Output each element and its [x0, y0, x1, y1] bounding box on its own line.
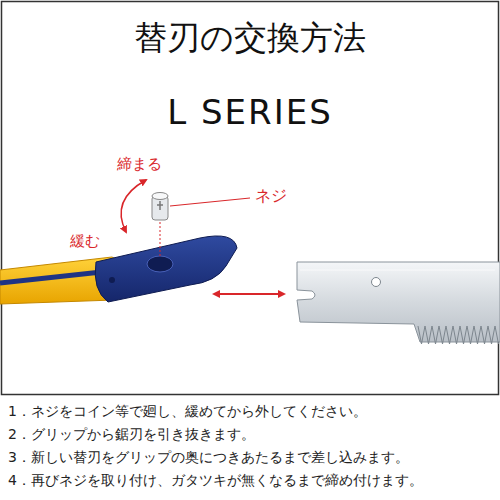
screw-hole — [147, 256, 173, 272]
instruction-step: 2．グリップから鋸刃を引き抜きます。 — [8, 426, 255, 443]
series-name: L SERIES — [0, 92, 500, 133]
teeth-line — [418, 326, 499, 344]
title-text: 替刃の交換方法 — [0, 18, 500, 58]
blade-shine — [300, 270, 495, 271]
saw-teeth — [418, 326, 499, 344]
screw-axis — [160, 222, 161, 258]
insert-arrow — [214, 293, 284, 295]
tighten-label: 締まる — [117, 155, 162, 173]
blade-hole — [372, 278, 381, 287]
screw-head — [152, 193, 168, 200]
instruction-step: 3．新しい替刃をグリップの奥につきあたるまで差し込みます。 — [8, 449, 409, 466]
instruction-step: 4．再びネジを取り付け、ガタツキが無くなるまで締め付けます。 — [8, 472, 423, 489]
grip-rivet — [109, 277, 115, 283]
blade-holder — [95, 236, 237, 302]
saw-blade — [297, 262, 500, 342]
rotation-arrow — [121, 180, 146, 232]
leader-line — [170, 198, 250, 206]
loosen-label: 緩む — [70, 232, 100, 250]
screw-cross — [157, 201, 163, 210]
instruction-step: 1．ネジをコイン等で廻し、緩めてから外してください。 — [8, 403, 367, 420]
screw-label: ネジ — [255, 186, 287, 205]
